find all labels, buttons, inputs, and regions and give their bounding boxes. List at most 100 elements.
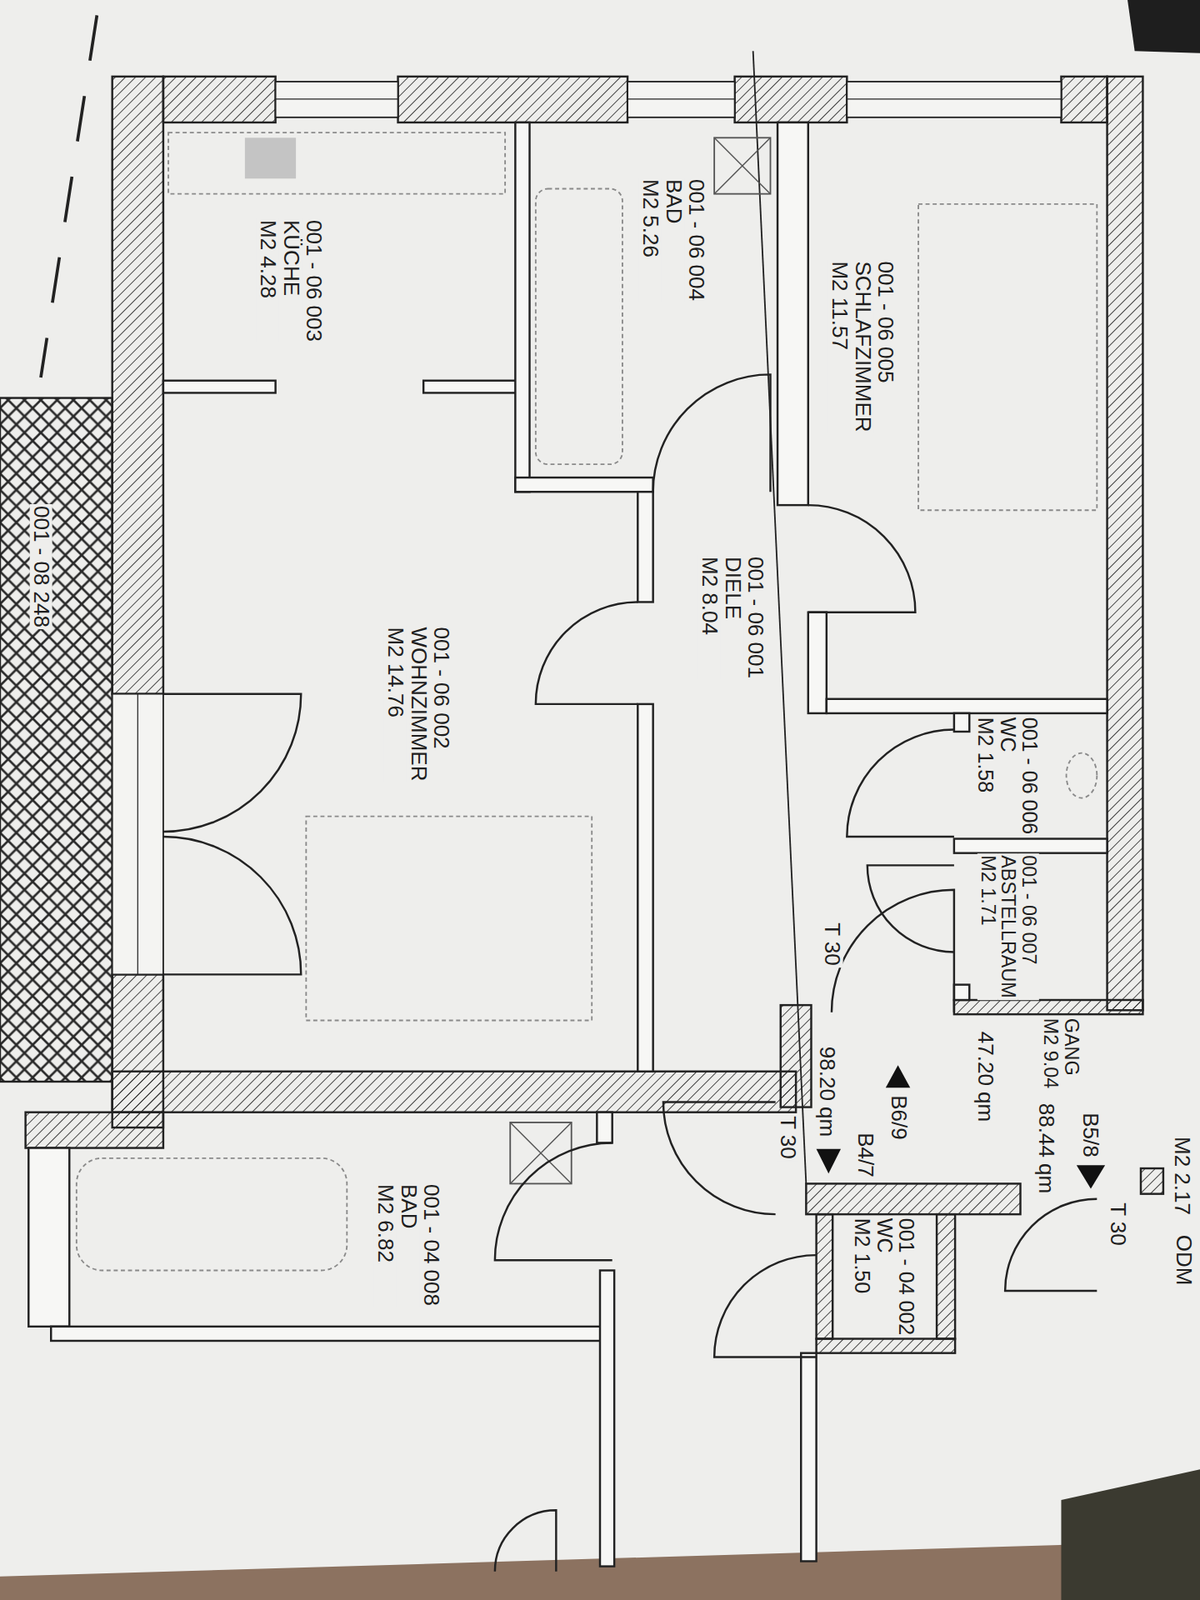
plan-label: T 30 [1105,1201,1129,1249]
room: 001 - 06 001DIELEM2 8.04 [653,491,950,1002]
sofa [305,816,592,1021]
kitchen-sink [245,137,296,179]
room-text: M2 8.04 [698,555,721,680]
interior-wall [50,1326,612,1341]
balcony-door [163,694,301,832]
room-number: 001 - 06 001 [744,555,767,680]
door-swing [1005,1199,1097,1291]
window-glass [275,98,399,100]
door-swing [653,374,771,492]
window [627,81,735,118]
interior-wall [515,122,530,492]
room-text: M2 1.71 [977,853,999,1000]
room: 001 - 06 007ABSTELLRAUMM2 1.71 [969,850,1107,1003]
room-text: M2 4.28 [256,218,280,344]
interior-wall [777,122,809,505]
room-text: M2 5.26 [639,177,662,303]
outer-wall [1060,76,1107,123]
window-glass [627,98,735,100]
interior-wall [954,713,970,732]
room: 001 - 06 003KÜCHEM2 4.28 [163,127,510,381]
interior-wall [637,704,653,1072]
room-label: 001 - 06 003KÜCHEM2 4.28 [256,218,325,344]
room-label: 001 - 04 002WCM2 1.50 [851,1216,918,1337]
kitchen-counter [168,132,505,194]
room-text: M2 9.04 [1040,1015,1062,1090]
room-label: 001 - 06 004BADM2 5.26 [639,177,708,303]
room-number: 001 - 06 005 [873,260,896,435]
room: GANGM2 9.04 [1020,1013,1107,1093]
interior-wall [600,1270,615,1566]
room-text: M2 1.58 [975,715,997,835]
room: 001 - 04 008BADM2 6.82 [69,1148,597,1327]
outer-wall [936,1214,955,1339]
outer-wall [112,1071,796,1113]
interior-wall [28,1148,70,1327]
room-label: 001 - 06 005SCHLAFZIMMERM2 11.57 [828,260,897,435]
room-label: 001 - 06 001DIELEM2 8.04 [698,555,767,680]
window [846,81,1061,118]
plan-label: B4/7 [854,1130,877,1180]
outer-wall [398,76,629,123]
door-swing [535,601,638,704]
interior-wall [423,380,520,394]
balcony-door-frame [112,694,164,975]
interior-wall [800,1353,816,1562]
outer-wall [735,76,848,123]
interior-wall [954,839,1108,854]
entrance-door [831,890,955,1013]
outer-wall [25,1112,164,1149]
direction-arrow [816,1149,841,1174]
door-swing [495,1142,613,1260]
room-text: M2 11.57 [828,260,851,435]
room-text: WC [873,1216,895,1337]
room-text: WC [997,715,1020,835]
plan-label: 001 - 08 248 [29,504,52,630]
interior-wall [515,477,653,492]
outer-wall [780,1005,812,1107]
room-number: 001 - 06 006 [1019,715,1041,835]
door-swing [714,1255,816,1357]
room-label: 001 - 06 007ABSTELLRAUMM2 1.71 [977,853,1040,1000]
room-number: 001 - 06 007 [1018,853,1040,1000]
room-number: GANG [1060,1015,1082,1090]
room-text: DIELE [721,555,745,680]
table-edge [1127,0,1200,54]
outer-wall [112,76,164,695]
room: 001 - 06 006WCM2 1.58 [969,713,1107,840]
bathtub [535,189,623,465]
door-swing [495,1510,556,1571]
outer-wall [163,76,276,123]
window-glass [137,694,139,975]
bed [918,204,1097,510]
outer-wall [816,1339,956,1354]
plan-label: 47.20 qm [973,1030,996,1124]
direction-arrow [1076,1165,1105,1189]
toilet [1066,753,1098,799]
interior-wall [808,612,827,714]
balcony-door [163,836,301,975]
boundary-line [40,15,97,378]
plan-label: T 30 [776,1115,800,1162]
outer-wall [1107,76,1144,1010]
door-swing [846,730,955,838]
room-text: M2 14.76 [384,625,407,783]
room-text: M2 1.50 [851,1216,874,1337]
window [275,81,399,118]
bathtub [76,1158,347,1271]
room-number: 001 - 06 003 [302,218,325,344]
plan-label: B5/8 [1078,1110,1101,1160]
room-number: 001 - 04 008 [419,1182,442,1308]
room-text: WOHNZIMMER [406,625,430,783]
dark-fabric [1060,1469,1200,1600]
outer-wall [816,1214,834,1339]
door-swing [808,505,916,613]
plan-label: ODM [1172,1233,1195,1288]
interior-wall [954,985,970,1000]
room: 001 - 06 002WOHNZIMMERM2 14.76 [163,392,638,1071]
room-text: SCHLAFZIMMER [850,260,874,435]
plan-label: B6/9 [886,1093,910,1142]
room-text: KÜCHE [279,218,302,344]
